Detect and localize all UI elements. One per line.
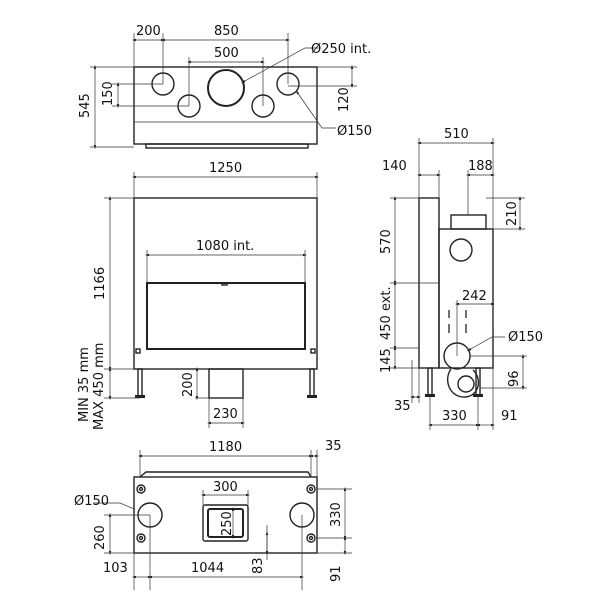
dim-91-side: 91 bbox=[501, 409, 518, 424]
mounting-screws bbox=[136, 484, 316, 543]
leg-max-height: MAX 450 mm bbox=[92, 343, 107, 430]
dim-210: 210 bbox=[505, 201, 520, 226]
dim-1180: 1180 bbox=[209, 440, 242, 455]
dim-330-side: 330 bbox=[442, 409, 467, 424]
dim-545: 545 bbox=[78, 93, 93, 118]
dim-150: 150 bbox=[101, 81, 116, 106]
dim-250: 250 bbox=[220, 511, 235, 536]
dim-120: 120 bbox=[337, 87, 352, 112]
top-view: 200 850 500 545 150 120 Ø250 int. Ø150 bbox=[78, 24, 372, 150]
leg bbox=[309, 368, 315, 397]
dim-91-bottom: 91 bbox=[329, 565, 344, 582]
dim-140: 140 bbox=[382, 159, 407, 174]
dim-242: 242 bbox=[462, 289, 487, 304]
dim-230: 230 bbox=[213, 407, 238, 422]
dim-1080-int: 1080 int. bbox=[196, 239, 254, 254]
dim-83: 83 bbox=[251, 557, 266, 574]
dim-570: 570 bbox=[379, 229, 394, 254]
dim-850: 850 bbox=[214, 24, 239, 39]
side-view: 510 140 188 210 570 450 ext. 145 242 Ø15… bbox=[379, 127, 543, 430]
label-flue-250: Ø250 int. bbox=[311, 42, 371, 57]
label-side-flue-150: Ø150 bbox=[508, 330, 543, 345]
dim-200: 200 bbox=[136, 24, 161, 39]
dim-260: 260 bbox=[93, 525, 108, 550]
bottom-view: 1180 35 300 250 Ø150 260 103 1044 83 330… bbox=[74, 439, 352, 590]
air-inlet bbox=[202, 504, 249, 542]
dim-300: 300 bbox=[213, 480, 238, 495]
dim-35-side: 35 bbox=[394, 399, 411, 414]
leg-min-height: MIN 35 mm bbox=[77, 347, 92, 422]
air-duct bbox=[208, 368, 244, 399]
dim-1250: 1250 bbox=[209, 161, 242, 176]
dim-103: 103 bbox=[103, 561, 128, 576]
glass-window bbox=[146, 282, 306, 350]
dim-1044: 1044 bbox=[191, 561, 224, 576]
dim-145: 145 bbox=[379, 348, 394, 373]
front-view: 1250 1080 int. 1166 MIN 35 mm MAX 450 mm… bbox=[77, 161, 320, 430]
dim-35-bottom: 35 bbox=[325, 439, 342, 454]
label-bottom-flue-150: Ø150 bbox=[74, 494, 109, 509]
main-flue-outlet bbox=[207, 69, 245, 107]
dim-188: 188 bbox=[468, 159, 493, 174]
dim-510: 510 bbox=[444, 127, 469, 142]
dim-500: 500 bbox=[214, 46, 239, 61]
dim-96: 96 bbox=[507, 370, 522, 387]
dim-330-bottom: 330 bbox=[329, 502, 344, 527]
dim-200-duct: 200 bbox=[181, 372, 196, 397]
dim-1166: 1166 bbox=[93, 267, 108, 300]
dim-450-ext: 450 ext. bbox=[379, 286, 394, 340]
leg bbox=[137, 368, 143, 397]
label-flue-150: Ø150 bbox=[337, 124, 372, 139]
